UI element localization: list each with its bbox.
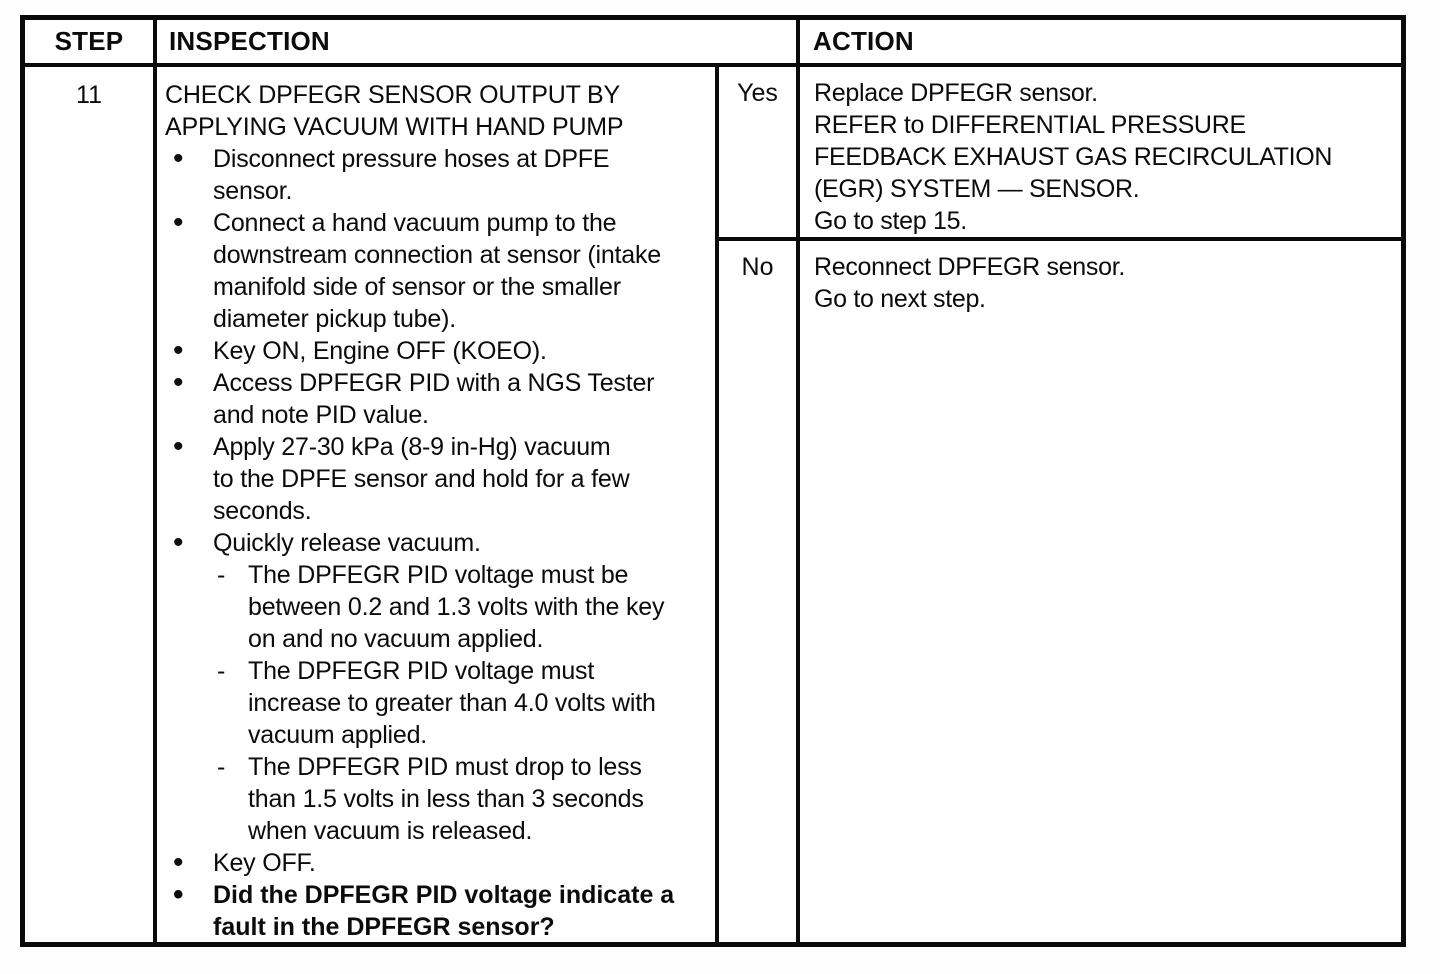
header-cell-inspection: INSPECTION bbox=[153, 20, 796, 67]
inspection-item-text: Key ON, Engine OFF (KOEO). bbox=[213, 337, 547, 365]
bullet-icon: • bbox=[173, 526, 184, 559]
inspection-title: CHECK DPFEGR SENSOR OUTPUT BY APPLYING V… bbox=[165, 81, 624, 141]
inspection-bullet-item: • Apply 27-30 kPa (8-9 in-Hg) vacuum to t… bbox=[165, 431, 715, 527]
dash-marker: - bbox=[217, 657, 226, 685]
inspection-item-text: The DPFEGR PID voltage must increase to … bbox=[248, 657, 656, 749]
inspection-bullet-item: • Did the DPFEGR PID voltage indicate a f… bbox=[165, 879, 715, 942]
bullet-icon: • bbox=[173, 430, 184, 463]
header-cell-step: STEP bbox=[25, 20, 153, 67]
answer-no-label: No bbox=[741, 253, 774, 281]
answer-cell-yes: Yes bbox=[719, 67, 796, 237]
action-cell-yes: Replace DPFEGR sensor. REFER to DIFFEREN… bbox=[796, 67, 1401, 237]
bullet-icon: • bbox=[173, 846, 184, 879]
header-action-label: ACTION bbox=[813, 26, 914, 56]
inspection-item-text: The DPFEGR PID voltage must be between 0… bbox=[248, 561, 665, 653]
inspection-item-list: • Disconnect pressure hoses at DPFE senso… bbox=[165, 143, 715, 942]
inspection-bullet-item: • Access DPFEGR PID with a NGS Tester and… bbox=[165, 367, 715, 431]
answer-yes-label: Yes bbox=[737, 79, 778, 107]
action-cell-no: Reconnect DPFEGR sensor. Go to next step… bbox=[796, 241, 1401, 942]
bullet-icon: • bbox=[173, 366, 184, 399]
inspection-item-text: Connect a hand vacuum pump to the downst… bbox=[213, 209, 661, 333]
step-number-cell: 11 bbox=[25, 67, 153, 942]
step-number: 11 bbox=[76, 81, 102, 109]
inspection-cell: CHECK DPFEGR SENSOR OUTPUT BY APPLYING V… bbox=[153, 67, 715, 942]
inspection-bullet-item: • Key ON, Engine OFF (KOEO). bbox=[165, 335, 715, 367]
inspection-bullet-item: • Connect a hand vacuum pump to the downs… bbox=[165, 207, 715, 335]
inspection-bullet-item: • Quickly release vacuum. bbox=[165, 527, 715, 559]
inspection-item-text: The DPFEGR PID must drop to less than 1.… bbox=[248, 753, 644, 845]
dash-marker: - bbox=[217, 753, 226, 781]
inspection-item-text: Key OFF. bbox=[213, 849, 316, 877]
outcome-row-no: No Reconnect DPFEGR sensor. Go to next s… bbox=[719, 241, 1401, 942]
inspection-item-text: Quickly release vacuum. bbox=[213, 529, 481, 557]
inspection-sub-item: -The DPFEGR PID voltage must increase to… bbox=[165, 655, 715, 751]
outcome-column: Yes Replace DPFEGR sensor. REFER to DIFF… bbox=[715, 67, 1401, 942]
inspection-item-text: Disconnect pressure hoses at DPFE sensor… bbox=[213, 145, 610, 205]
bullet-icon: • bbox=[173, 142, 184, 175]
inspection-item-text: Apply 27-30 kPa (8-9 in-Hg) vacuum to th… bbox=[213, 433, 630, 525]
header-step-label: STEP bbox=[54, 26, 124, 56]
dash-marker: - bbox=[217, 561, 226, 589]
bullet-icon: • bbox=[173, 206, 184, 239]
header-inspection-label: INSPECTION bbox=[169, 26, 330, 56]
header-cell-action: ACTION bbox=[796, 20, 1401, 67]
inspection-sub-item: -The DPFEGR PID voltage must be between … bbox=[165, 559, 715, 655]
inspection-sub-item: -The DPFEGR PID must drop to less than 1… bbox=[165, 751, 715, 847]
inspection-bullet-item: • Key OFF. bbox=[165, 847, 715, 879]
answer-cell-no: No bbox=[719, 241, 796, 942]
inspection-item-text: Did the DPFEGR PID voltage indicate a fa… bbox=[213, 881, 675, 941]
bullet-icon: • bbox=[173, 878, 184, 911]
inspection-item-text: Access DPFEGR PID with a NGS Tester and … bbox=[213, 369, 655, 429]
bullet-icon: • bbox=[173, 334, 184, 367]
outcome-row-yes: Yes Replace DPFEGR sensor. REFER to DIFF… bbox=[719, 67, 1401, 241]
inspection-bullet-item: • Disconnect pressure hoses at DPFE senso… bbox=[165, 143, 715, 207]
diagnostic-pinpoint-table: STEP INSPECTION ACTION 11 CHECK DPFEGR S… bbox=[20, 15, 1406, 947]
